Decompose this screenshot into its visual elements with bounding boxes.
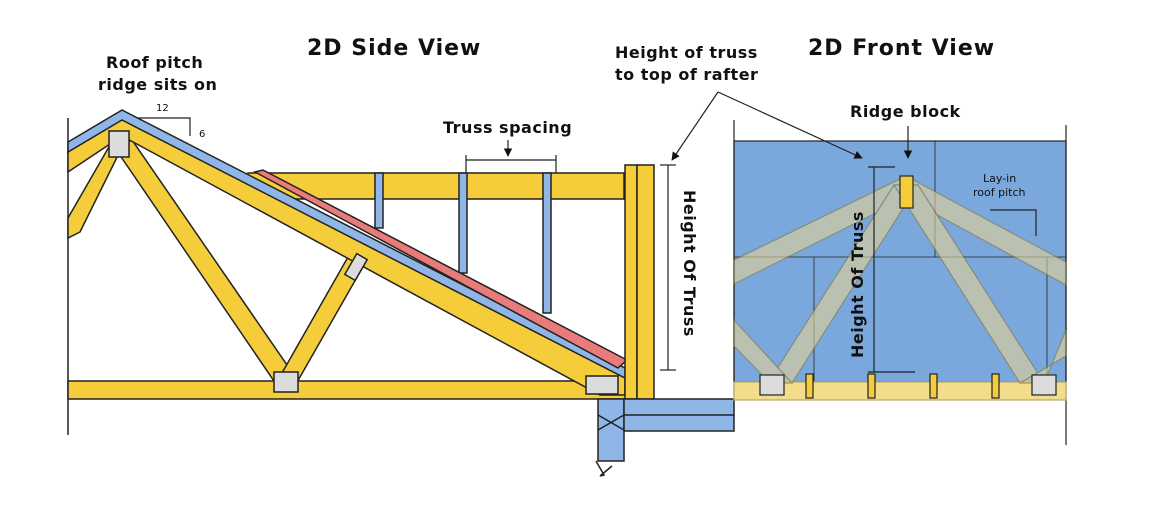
ridge-block-label: Ridge block: [850, 102, 961, 121]
roof-pitch-label-1: Roof pitch: [106, 53, 203, 72]
front-view-title: 2D Front View: [808, 36, 995, 61]
roof-pitch-label-2: ridge sits on: [98, 75, 217, 94]
lay-in-label-2: roof pitch: [973, 186, 1026, 199]
bottom-chord: [67, 380, 629, 400]
joist-end-4: [991, 373, 1000, 399]
height-rafter-label-2: to top of rafter: [615, 65, 758, 84]
joist-end-3: [929, 373, 938, 399]
joist-end-1: [805, 373, 814, 399]
ridge-block: [899, 175, 914, 209]
front-web-left-end: [733, 318, 794, 384]
rafter-arrow-right: [717, 91, 863, 159]
front-plate-left: [759, 374, 785, 396]
wall-post-1: [624, 164, 638, 400]
wall-post-2: [636, 164, 655, 400]
truss-spacing-dim: [465, 140, 557, 173]
height-rafter-label-1: Height of truss: [615, 43, 758, 62]
pitch-run-label: 12: [156, 103, 169, 114]
side-view: [67, 109, 735, 477]
top-chord: [67, 113, 626, 396]
pitch-indicator: [138, 117, 191, 136]
joist-end-2: [867, 373, 876, 399]
web-plate: [343, 252, 369, 282]
front-height-dim: [868, 166, 915, 373]
side-height-dim: [660, 164, 676, 371]
bottom-plate-1: [273, 371, 299, 393]
ridge-plate: [108, 130, 130, 158]
pitch-triangle: [138, 117, 191, 136]
break-mark: [595, 460, 613, 477]
side-height-label: Height Of Truss: [680, 190, 699, 337]
hanger-3: [542, 172, 552, 314]
truss-spacing-label: Truss spacing: [443, 118, 572, 137]
side-view-title: 2D Side View: [307, 36, 481, 61]
hanger-1: [374, 172, 384, 229]
rafter-arrow-left: [671, 91, 719, 161]
lay-in-label-1: Lay-in: [983, 172, 1016, 185]
front-view: [733, 120, 1067, 445]
lay-in-indicator: [990, 209, 1037, 236]
hanger-2: [458, 172, 468, 274]
wall-x-2: [597, 414, 625, 431]
pitch-rise-label: 6: [199, 129, 205, 140]
leader-arrows: [671, 91, 913, 161]
heel-plate: [585, 375, 619, 395]
wall-stud: [597, 398, 625, 462]
front-plate-right: [1031, 374, 1057, 396]
front-height-label: Height Of Truss: [848, 211, 867, 358]
front-bottom-chord: [733, 381, 1067, 401]
